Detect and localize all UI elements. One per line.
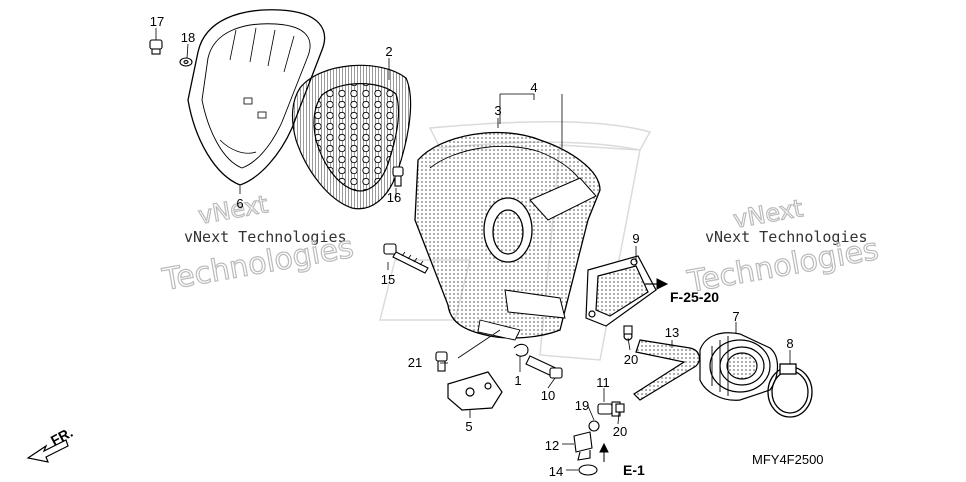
- clip-20-lower: [615, 403, 625, 413]
- air-filter-element: [291, 64, 412, 210]
- label-part-5: 5: [465, 419, 472, 434]
- label-part-6: 6: [236, 196, 243, 211]
- tube-10: [525, 355, 563, 379]
- label-part-21: 21: [408, 355, 422, 370]
- bracket-5: [447, 371, 503, 411]
- watermark-text-left: vNext Technologies: [184, 228, 347, 246]
- label-part-12: 12: [545, 438, 559, 453]
- front-label: FR.: [48, 424, 75, 449]
- label-part-4: 4: [530, 80, 537, 95]
- ref-f-25-20: F-25-20: [670, 289, 719, 305]
- label-part-10: 10: [541, 388, 555, 403]
- ref-e-1: E-1: [623, 462, 645, 478]
- air-cleaner-cover: [187, 9, 326, 186]
- label-part-13: 13: [665, 325, 679, 340]
- connecting-tube-7: [699, 332, 779, 401]
- adaptor-9: [585, 255, 657, 327]
- clip-1: [513, 343, 529, 357]
- bolt-16: [392, 166, 404, 187]
- label-part-18: 18: [181, 30, 195, 45]
- leader-lines: [155, 28, 791, 471]
- label-part-19: 19: [575, 398, 589, 413]
- label-part-8: 8: [786, 336, 793, 351]
- bolt-15: [383, 243, 429, 274]
- drain-tube-12: [573, 431, 593, 461]
- air-cleaner-case: [414, 131, 601, 341]
- label-part-7: 7: [732, 309, 739, 324]
- label-part-17: 17: [150, 14, 164, 29]
- label-part-16: 16: [387, 190, 401, 205]
- label-part-15: 15: [381, 272, 395, 287]
- clamp-14: [578, 464, 598, 476]
- label-part-11: 11: [596, 375, 610, 390]
- band-8: [767, 363, 813, 418]
- bolt-21: [435, 351, 448, 372]
- clip-20-upper: [623, 325, 633, 335]
- front-arrow: [26, 439, 69, 463]
- watermark-text-right: vNext Technologies: [705, 228, 868, 246]
- clip-19: [588, 420, 600, 432]
- label-part-2: 2: [385, 44, 392, 59]
- label-part-14: 14: [549, 464, 563, 479]
- label-part-9: 9: [632, 231, 639, 246]
- svg-text:vNext: vNext: [196, 190, 270, 230]
- label-part-20-lower: 20: [613, 424, 627, 439]
- bolt-17: [149, 39, 163, 55]
- label-part-20-upper: 20: [624, 352, 638, 367]
- label-part-1: 1: [514, 373, 521, 388]
- washer-18: [179, 57, 193, 67]
- diagram-code: MFY4F2500: [752, 452, 824, 467]
- label-part-3: 3: [494, 103, 501, 118]
- arrow-e1: [599, 442, 609, 462]
- arrow-f2520: [645, 278, 669, 290]
- watermark-big-right: vNext Technologies: [684, 194, 882, 301]
